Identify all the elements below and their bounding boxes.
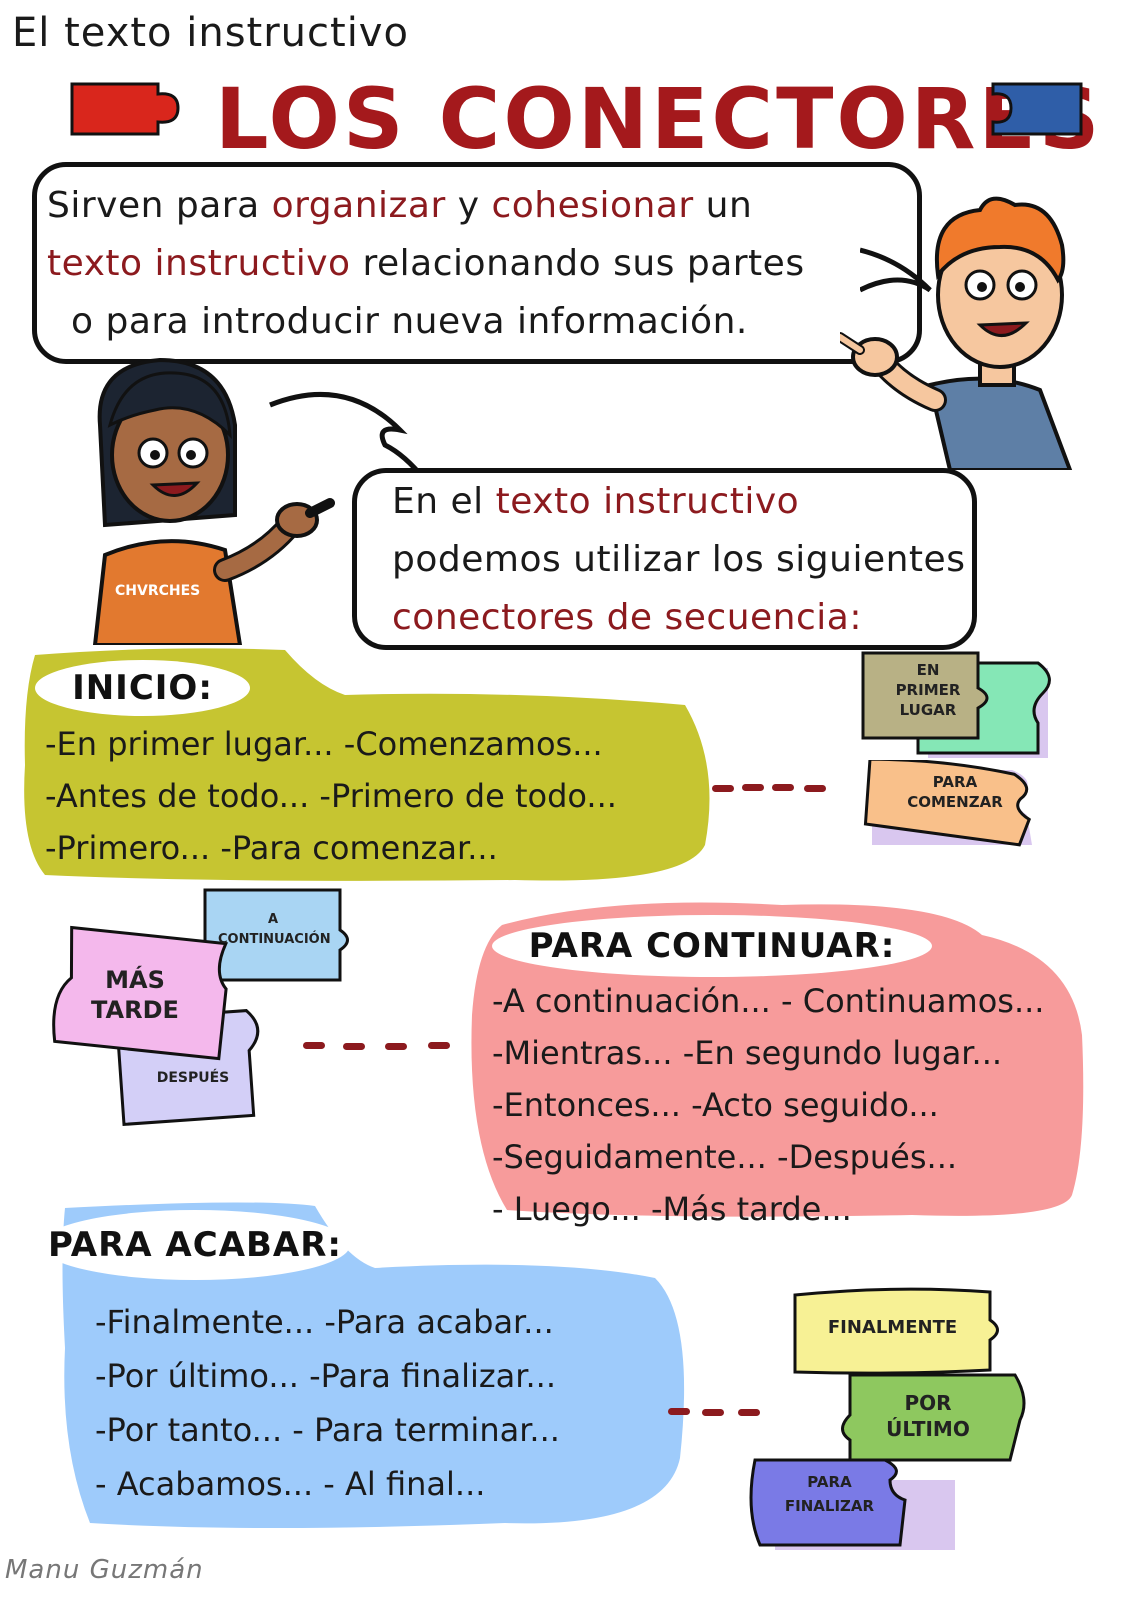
list-item: -En primer lugar... -Comenzamos...: [45, 725, 603, 763]
list-item: - Luego... -Más tarde...: [492, 1190, 852, 1228]
connector-dash: [772, 784, 794, 791]
puzzle-label: POR ÚLTIMO: [886, 1391, 970, 1441]
connector-dash: [804, 785, 826, 792]
inicio-label: INICIO:: [35, 660, 250, 716]
boy-character-illustration: [840, 196, 1073, 470]
puzzle-label: EN PRIMER LUGAR: [895, 661, 961, 719]
list-item: -Finalmente... -Para acabar...: [95, 1303, 554, 1341]
red-puzzle-piece-icon: [70, 82, 180, 136]
list-item: -Mientras... -En segundo lugar...: [492, 1034, 1003, 1072]
puzzle-piece-en-primer-lugar: [861, 651, 1051, 758]
acabar-list: -Finalmente... -Para acabar... -Por últi…: [95, 1295, 560, 1511]
connector-dash: [668, 1408, 690, 1415]
continuar-label: PARA CONTINUAR:: [492, 915, 932, 977]
list-item: - Acabamos... - Al final...: [95, 1465, 486, 1503]
acabar-panel: [62, 1202, 685, 1528]
connector-dash: [303, 1042, 325, 1049]
puzzle-label: PARA COMENZAR: [907, 773, 1003, 811]
continuar-panel: [471, 902, 1084, 1217]
subtitle: El texto instructivo: [12, 10, 409, 56]
author-credit: Manu Guzmán: [5, 1555, 204, 1585]
list-item: -Por último... -Para finalizar...: [95, 1357, 557, 1395]
connector-dash: [742, 784, 764, 791]
puzzle-piece-group-continuar: [52, 888, 349, 1127]
puzzle-piece-para-comenzar: [863, 760, 1032, 847]
main-title: LOS CONECTORES: [215, 70, 1103, 168]
connector-dash: [702, 1409, 724, 1416]
connector-dash: [343, 1043, 365, 1050]
bubble-tail: [269, 391, 427, 482]
puzzle-piece-group-acabar: [749, 1287, 1026, 1550]
continuar-list: -A continuación... - Continuamos... -Mie…: [492, 975, 1044, 1235]
puzzle-label: DESPUÉS: [156, 1070, 230, 1086]
puzzle-label: FINALMENTE: [827, 1317, 958, 1338]
list-item: -Antes de todo... -Primero de todo...: [45, 777, 617, 815]
connector-dash: [428, 1042, 450, 1049]
acabar-label: PARA ACABAR:: [40, 1210, 350, 1280]
connector-dash: [712, 785, 734, 792]
inicio-list: -En primer lugar... -Comenzamos... -Ante…: [45, 718, 617, 874]
puzzle-label: PARA FINALIZAR: [784, 1473, 875, 1515]
connector-dash: [385, 1043, 407, 1050]
puzzle-label: A CONTINUACIÓN: [218, 912, 331, 947]
list-item: -Primero... -Para comenzar...: [45, 829, 498, 867]
list-item: -Por tanto... - Para terminar...: [95, 1411, 560, 1449]
puzzle-label: MÁS TARDE: [91, 966, 179, 1024]
girl-character-illustration: CHVRCHES: [92, 357, 335, 645]
sequence-speech-bubble: En el texto instructivo podemos utilizar…: [352, 468, 977, 650]
list-item: -Seguidamente... -Después...: [492, 1138, 958, 1176]
bubble-tail: [860, 247, 932, 293]
blue-puzzle-piece-icon: [991, 82, 1083, 136]
list-item: -A continuación... - Continuamos...: [492, 982, 1045, 1020]
shirt-text: CHVRCHES: [115, 583, 200, 599]
intro-speech-bubble: Sirven para organizar y cohesionar un te…: [32, 162, 922, 364]
list-item: -Entonces... -Acto seguido...: [492, 1086, 939, 1124]
connector-dash: [738, 1409, 760, 1416]
